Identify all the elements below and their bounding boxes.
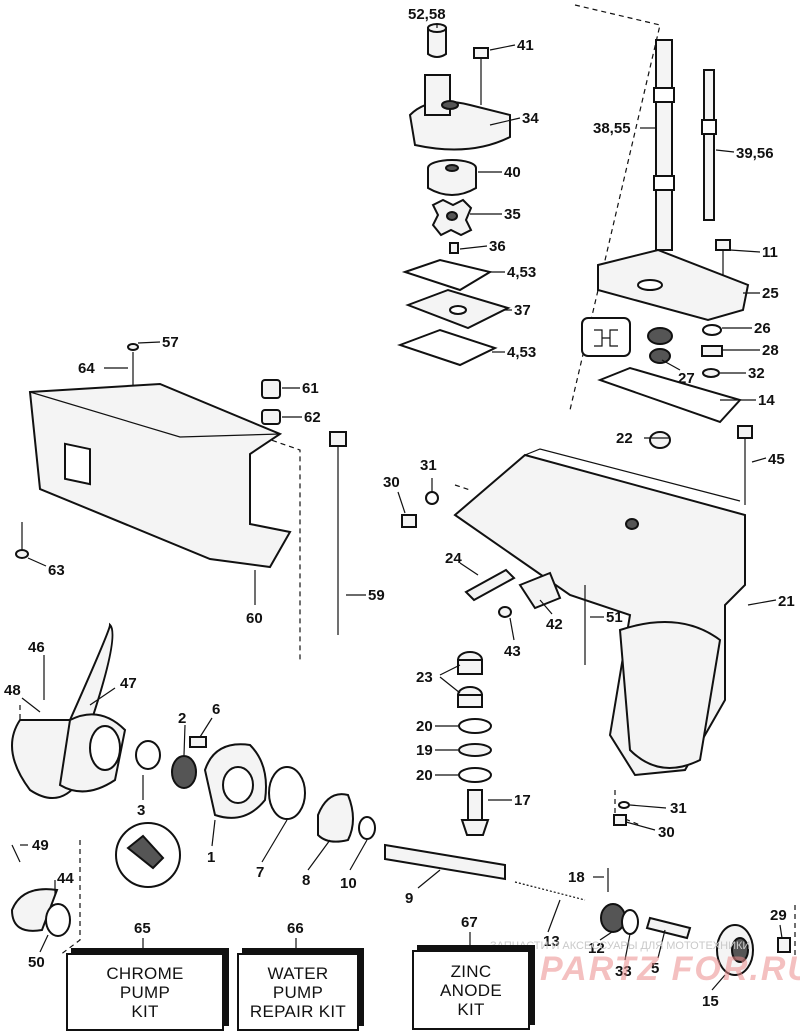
callout-13: 13: [543, 933, 560, 950]
callout-50: 50: [28, 954, 45, 971]
callout-64: 64: [78, 360, 95, 377]
callout-24: 24: [445, 550, 462, 567]
kit-label-water-pump: WATER PUMP REPAIR KIT: [249, 963, 347, 1021]
callout-60: 60: [246, 610, 263, 627]
callout-29: 29: [770, 907, 787, 924]
callout-17: 17: [514, 792, 531, 809]
callout-6: 6: [212, 701, 220, 718]
kit-label-chrome-pump: CHROME PUMP KIT: [106, 963, 184, 1021]
callout-26: 26: [754, 320, 771, 337]
callout-20-lower: 20: [416, 767, 433, 784]
callout-45: 45: [768, 451, 785, 468]
callout-5: 5: [651, 960, 659, 977]
callout-4-53-lower: 4,53: [507, 344, 536, 361]
kit-number-leaders: [142, 932, 471, 952]
kit-number-water-pump: 66: [287, 920, 304, 937]
callout-15: 15: [702, 993, 719, 1010]
callout-25: 25: [762, 285, 779, 302]
callout-30-upper: 30: [383, 474, 400, 491]
callout-23: 23: [416, 669, 433, 686]
callout-11: 11: [762, 244, 778, 261]
callout-41: 41: [517, 37, 534, 54]
callout-21: 21: [778, 593, 795, 610]
gearcase-group: [401, 425, 753, 826]
watermark-logo: PARTZ FOR.RU: [540, 950, 800, 988]
callout-52-58: 52,58: [408, 6, 446, 23]
callout-46: 46: [28, 639, 45, 656]
kit-box-chrome-pump: CHROME PUMP KIT: [66, 953, 224, 1031]
callout-62: 62: [304, 409, 321, 426]
exhaust-housing-group: [15, 343, 347, 635]
callout-61: 61: [302, 380, 319, 397]
callout-38-55: 38,55: [593, 120, 631, 137]
kit-box-zinc-anode: ZINC ANODE KIT: [412, 950, 530, 1030]
callout-3: 3: [137, 802, 145, 819]
pinion-stack: [457, 651, 492, 836]
callout-10: 10: [340, 875, 357, 892]
kit-number-zinc-anode: 67: [461, 914, 478, 931]
callout-4-53-upper: 4,53: [507, 264, 536, 281]
kit-label-zinc-anode: ZINC ANODE KIT: [440, 961, 502, 1019]
callout-43: 43: [504, 643, 521, 660]
callout-27: 27: [678, 370, 695, 387]
callout-47: 47: [120, 675, 137, 692]
callout-63: 63: [48, 562, 65, 579]
watermark-tagline: ЗАПЧАСТИ И АКСЕССУАРЫ ДЛЯ МОТОТЕХНИКИ: [490, 940, 751, 952]
callout-59: 59: [368, 587, 385, 604]
propeller-group: [10, 622, 791, 976]
kit-box-water-pump: WATER PUMP REPAIR KIT: [237, 953, 359, 1031]
callout-31-lower: 31: [670, 800, 687, 817]
callout-39-56: 39,56: [736, 145, 774, 162]
callout-51: 51: [606, 609, 623, 626]
callout-2: 2: [178, 710, 186, 727]
callout-35: 35: [504, 206, 521, 223]
driveshaft-group: [581, 39, 750, 424]
callout-20-upper: 20: [416, 718, 433, 735]
callout-37: 37: [514, 302, 531, 319]
callout-7: 7: [256, 864, 264, 881]
callout-57: 57: [162, 334, 179, 351]
callout-19: 19: [416, 742, 433, 759]
callout-28: 28: [762, 342, 779, 359]
callout-31-upper: 31: [420, 457, 437, 474]
callout-36: 36: [489, 238, 506, 255]
callout-40: 40: [504, 164, 521, 181]
callout-labels: 52,58 41 34 40 35 36 4,53 37 4,53 38,55 …: [4, 6, 795, 1010]
callout-9: 9: [405, 890, 413, 907]
callout-1: 1: [207, 849, 215, 866]
callout-30-lower: 30: [658, 824, 675, 841]
callout-49: 49: [32, 837, 49, 854]
callout-32: 32: [748, 365, 765, 382]
callout-22: 22: [616, 430, 633, 447]
leader-lines: [20, 24, 783, 991]
water-pump-group: [397, 23, 511, 367]
callout-8: 8: [302, 872, 310, 889]
callout-12: 12: [588, 940, 605, 957]
callout-44: 44: [57, 870, 74, 887]
callout-48: 48: [4, 682, 21, 699]
kit-number-chrome-pump: 65: [134, 920, 151, 937]
callout-33: 33: [615, 963, 632, 980]
callout-42: 42: [546, 616, 563, 633]
callout-18: 18: [568, 869, 585, 886]
callout-14: 14: [758, 392, 775, 409]
callout-34: 34: [522, 110, 539, 127]
